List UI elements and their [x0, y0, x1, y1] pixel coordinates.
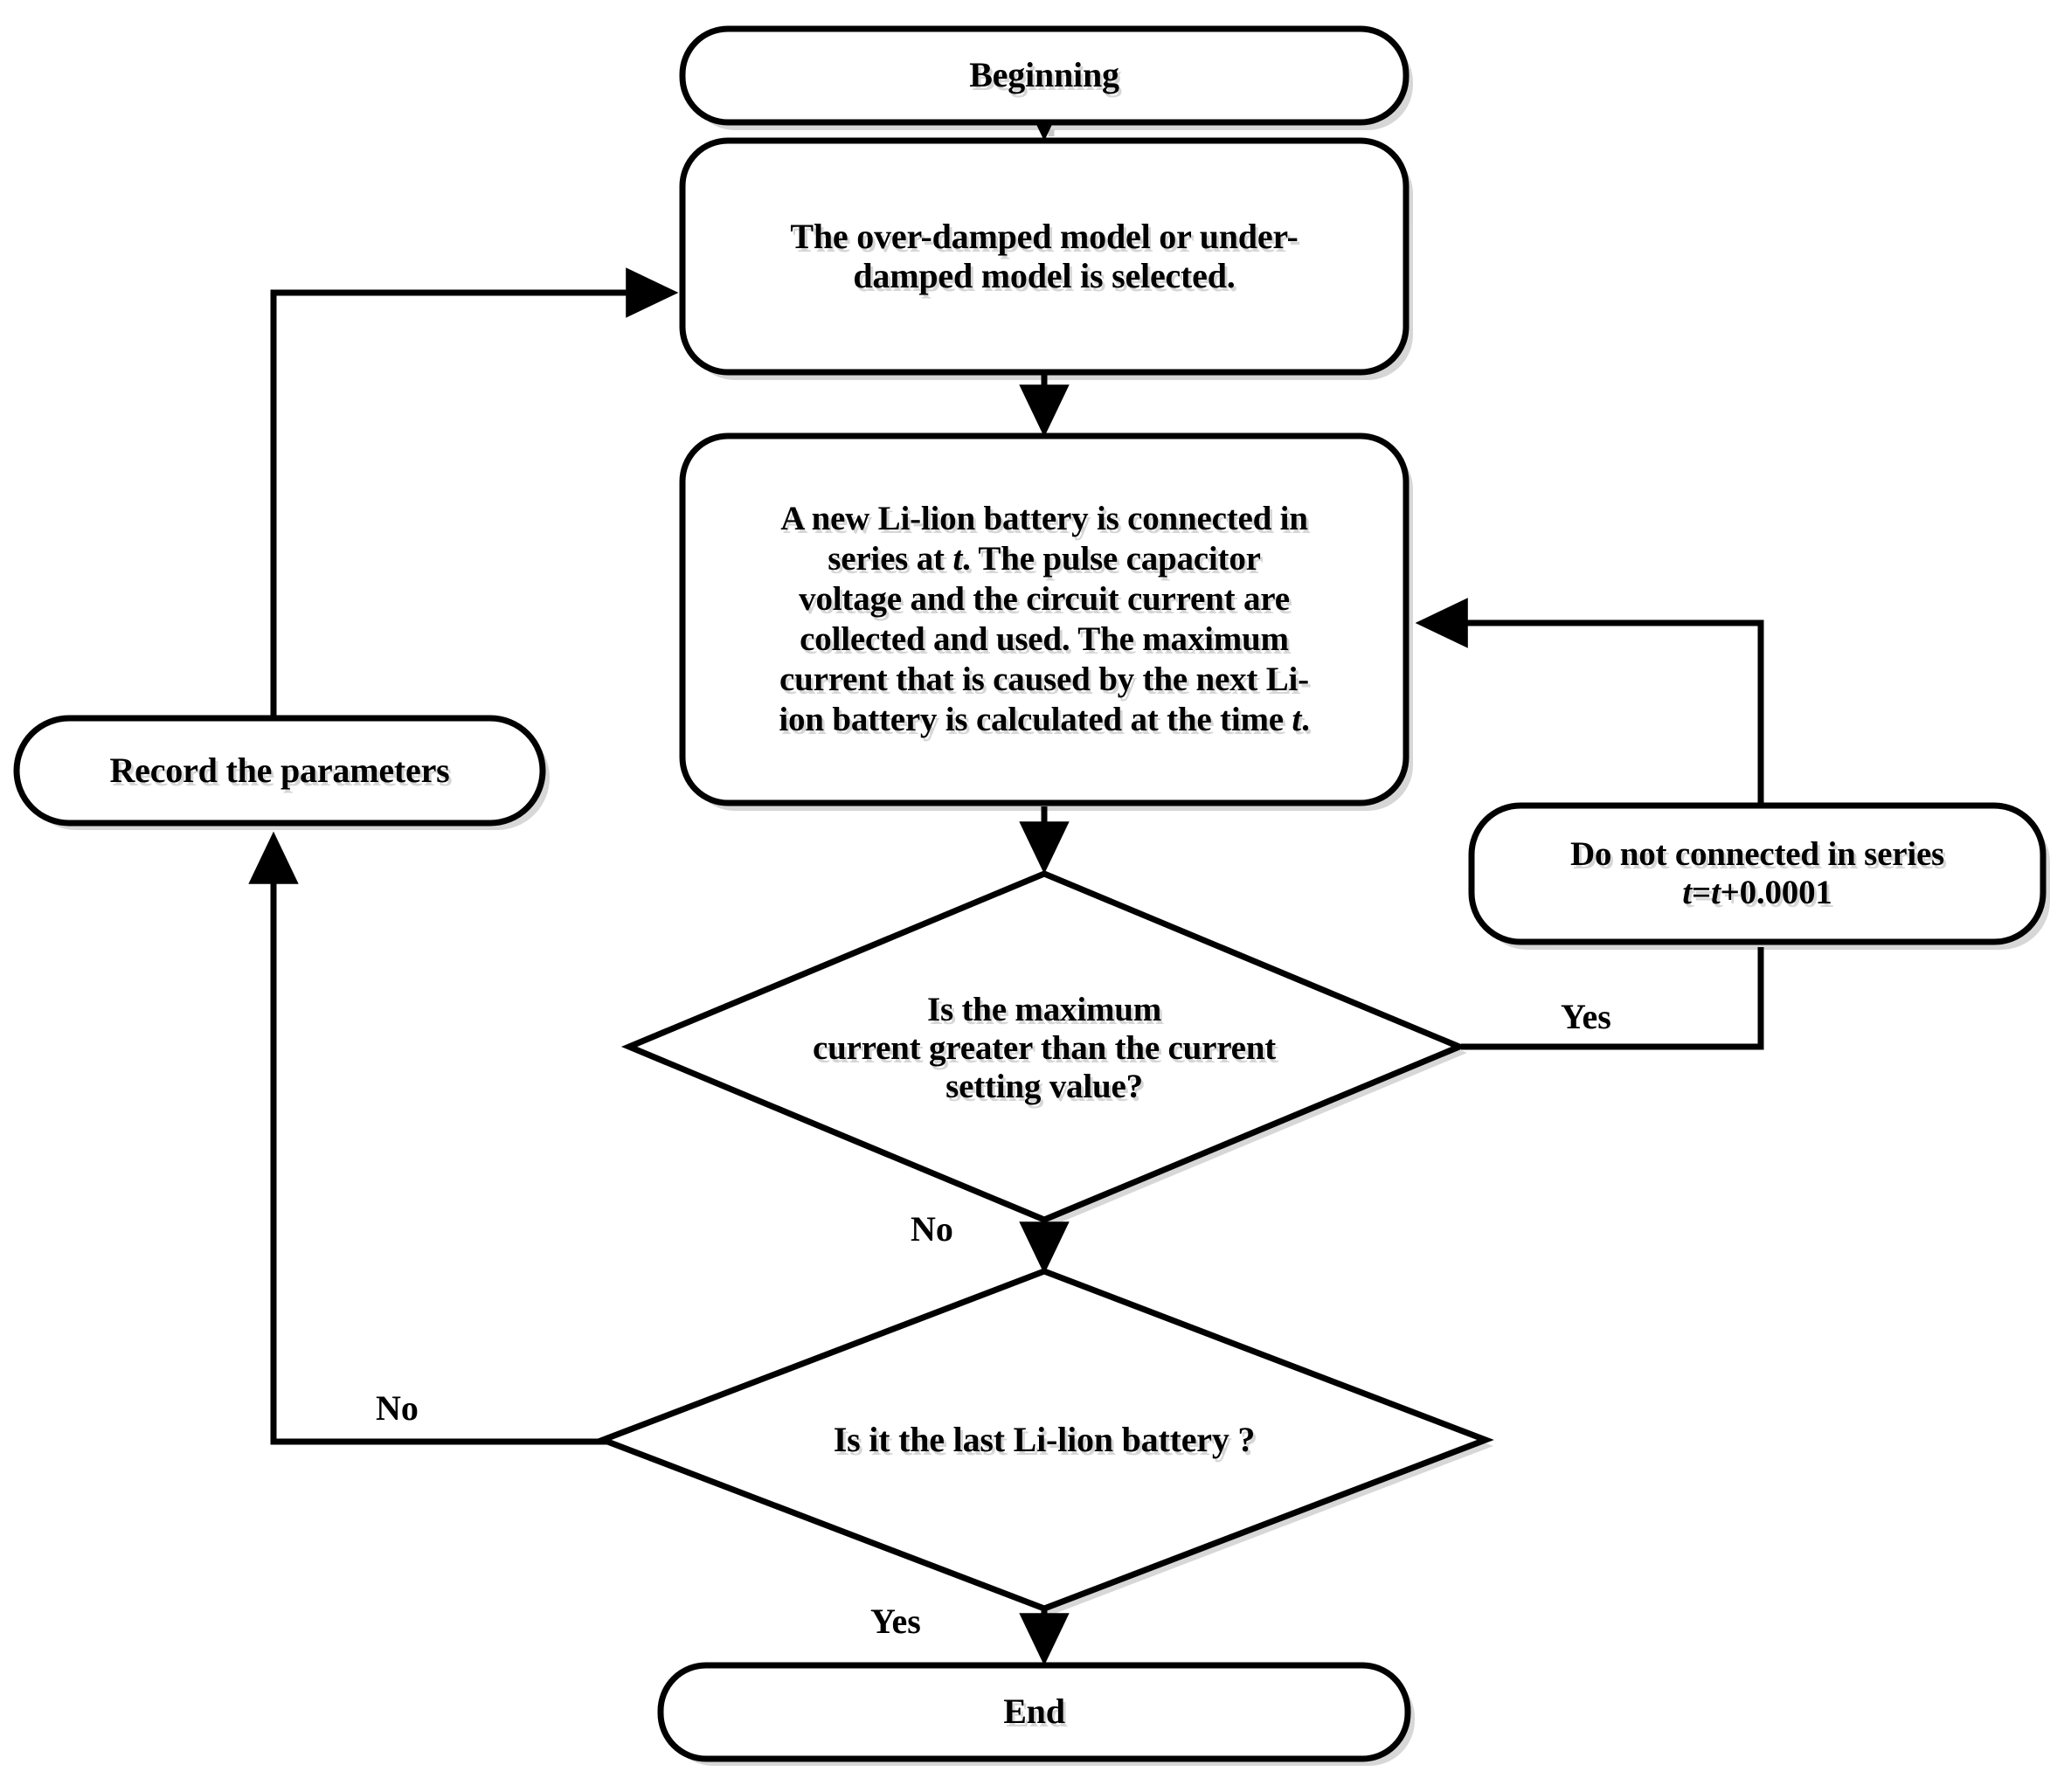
node-record-shape[interactable]: [13, 715, 546, 827]
node-select-model-shape[interactable]: [679, 137, 1409, 376]
edge-record-to-select: [270, 267, 679, 720]
node-end-shape[interactable]: [657, 1662, 1411, 1762]
edge-label-current-yes: Yes: [1561, 997, 1611, 1036]
edge-last-no-to-record: [248, 831, 615, 1445]
node-decision-last-shape[interactable]: [594, 1268, 1494, 1612]
edge-current-yes-to-no-series: [1461, 947, 1764, 1050]
edge-no-series-to-compute: [1415, 598, 1764, 808]
node-no-series-shape[interactable]: [1468, 802, 2047, 945]
node-start-shape[interactable]: [679, 25, 1409, 126]
edge-label-last-no: No: [376, 1388, 419, 1428]
edge-label-current-no: No: [911, 1209, 953, 1249]
edge-label-last-yes: Yes: [870, 1602, 921, 1641]
node-decision-current-shape[interactable]: [620, 870, 1468, 1223]
node-compute-shape[interactable]: [679, 432, 1409, 806]
